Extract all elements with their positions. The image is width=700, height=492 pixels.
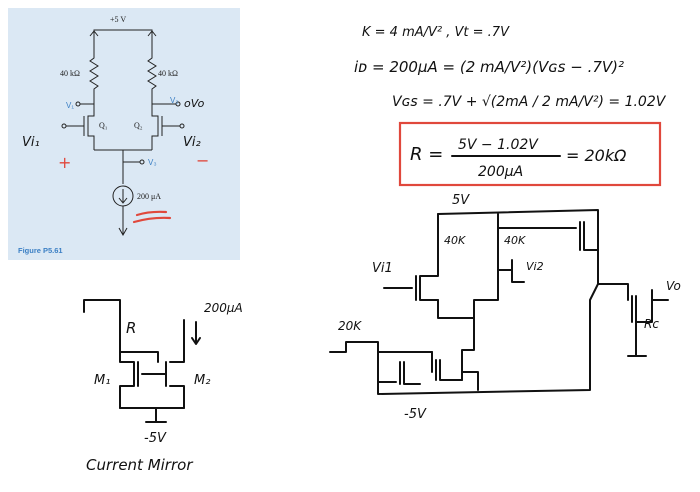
left-resistor xyxy=(89,38,99,104)
right-resistor-label: 40 kΩ xyxy=(158,69,178,78)
bottom-rail xyxy=(377,283,599,395)
r-lhs: R = xyxy=(410,144,443,165)
diff-pair-tail xyxy=(437,269,499,319)
vo-annotation: oVo xyxy=(184,97,205,110)
params-equation: K = 4 mA/V² , Vt = .7V xyxy=(362,25,510,40)
q2-label: Q₂ xyxy=(134,121,143,130)
v3-terminal xyxy=(139,159,145,165)
vi1-annotation: Vi₁ xyxy=(22,135,40,150)
ref-resistor-label: 20K xyxy=(338,319,362,333)
output-transistor xyxy=(597,283,653,323)
current-source-arrow xyxy=(118,189,128,204)
gate-link xyxy=(137,361,167,387)
mirror-r-label: R xyxy=(126,319,136,337)
vi2-annotation: Vi₂ xyxy=(183,135,201,150)
top-rail xyxy=(437,209,599,285)
left-output-label: V₁ xyxy=(66,101,74,110)
m2-body xyxy=(169,319,185,409)
m1-input-transistor xyxy=(383,271,439,301)
vi1-label: Vi1 xyxy=(372,261,393,276)
left-resistor-label: 40 kΩ xyxy=(60,69,80,78)
load-resistor xyxy=(627,321,647,357)
right-resistor-label: 40K xyxy=(504,234,526,247)
output-label: Vo xyxy=(666,279,681,293)
r-result: = 20kΩ xyxy=(566,146,627,165)
vi2-label: Vi2 xyxy=(526,260,544,273)
mirror-top-wire xyxy=(83,299,121,321)
m1-label: M₁ xyxy=(94,373,110,388)
q1-gate-terminal xyxy=(61,123,67,129)
right-output-terminal xyxy=(175,101,181,107)
m2-label: M₂ xyxy=(194,373,210,388)
current-source-label: 200 μA xyxy=(137,192,161,201)
red-underline xyxy=(132,210,172,224)
mirror-supply-label: -5V xyxy=(144,431,167,446)
m1-drain-gate xyxy=(119,339,159,409)
figure-caption: Figure P5.61 xyxy=(18,246,63,255)
q2-transistor xyxy=(151,104,180,150)
right-resistor xyxy=(147,38,157,104)
right-output-label: V₂ xyxy=(170,96,178,105)
current-mirror-sketch: R 200μA M₁ M₂ -5V Current Mirror xyxy=(83,299,243,474)
textbook-figure: +5 V 40 kΩ 40 kΩ V₁ V₂ oVo Q₁ Q₂ V₃ 200 … xyxy=(18,15,209,255)
vgs-equation: Vɢs = .7V + √(2mA / 2 mA/V²) = 1.02V xyxy=(392,94,667,110)
left-resistor-label: 40K xyxy=(444,234,466,247)
mirror-current-arrow xyxy=(191,321,201,345)
ref-resistor-wire xyxy=(329,341,433,353)
vi2-marker xyxy=(497,259,525,283)
supply-arrows xyxy=(89,30,157,37)
r-numerator: 5V − 1.02V xyxy=(458,137,539,153)
drain-current-equation: iᴅ = 200μA = (2 mA/V²)(Vɢs − .7V)² xyxy=(354,58,624,76)
supply-rail xyxy=(93,29,153,38)
mirror-current-label: 200μA xyxy=(204,301,243,315)
mirror-m1 xyxy=(377,351,421,385)
q1-transistor xyxy=(66,104,95,150)
left-output-terminal xyxy=(75,101,81,107)
q2-gate-terminal xyxy=(179,123,185,129)
top-supply-label: 5V xyxy=(452,193,470,208)
q1-label: Q₁ xyxy=(99,121,108,130)
full-circuit-sketch: 5V 40K 40K Vi2 Vi1 Vo Rc 20K -5V xyxy=(329,193,681,422)
mirror-ground-rail xyxy=(119,407,185,423)
mirror-m2 xyxy=(431,351,463,381)
supply-label: +5 V xyxy=(110,15,126,24)
source-node-label: V₃ xyxy=(148,158,157,167)
load-label: Rc xyxy=(644,317,659,331)
textbook-figure-panel xyxy=(8,8,240,260)
common-source-node xyxy=(94,149,152,184)
negative-supply-arrow xyxy=(118,206,128,237)
follower-stage xyxy=(497,221,599,251)
r-denominator: 200μA xyxy=(478,164,523,180)
equations: K = 4 mA/V² , Vt = .7V iᴅ = 200μA = (2 m… xyxy=(354,25,667,187)
minus-mark: − xyxy=(196,151,209,170)
mirror-output xyxy=(461,317,479,391)
plus-mark: + xyxy=(58,153,71,172)
bottom-supply-label: -5V xyxy=(404,407,427,422)
result-box xyxy=(398,121,662,187)
mirror-caption: Current Mirror xyxy=(86,456,193,474)
